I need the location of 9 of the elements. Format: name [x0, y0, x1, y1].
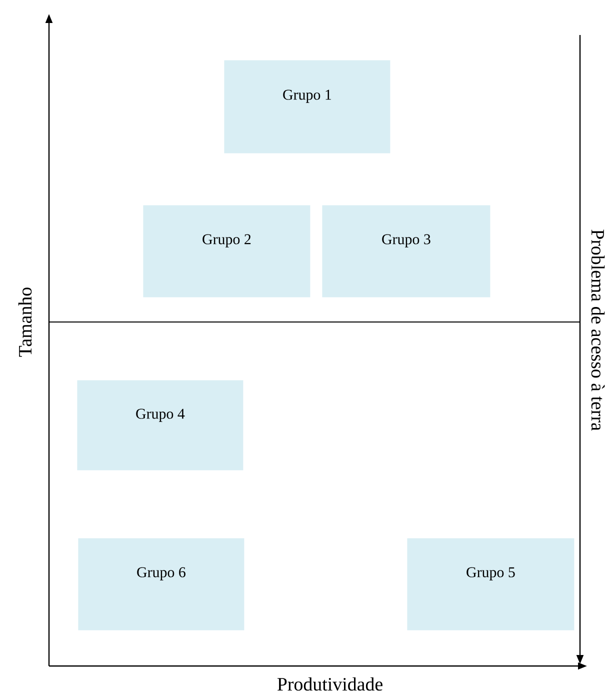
group-box: Grupo 2 — [143, 205, 310, 298]
group-box: Grupo 4 — [77, 380, 244, 470]
axis-label: Produtividade — [277, 677, 382, 691]
axis-label: Problema de acesso à terra — [591, 230, 605, 431]
group-box: Grupo 1 — [224, 60, 390, 154]
group-box: Grupo 6 — [78, 538, 244, 630]
group-box: Grupo 3 — [322, 205, 490, 298]
axis-label: Tamanho — [18, 288, 32, 357]
group-box: Grupo 5 — [407, 538, 574, 630]
